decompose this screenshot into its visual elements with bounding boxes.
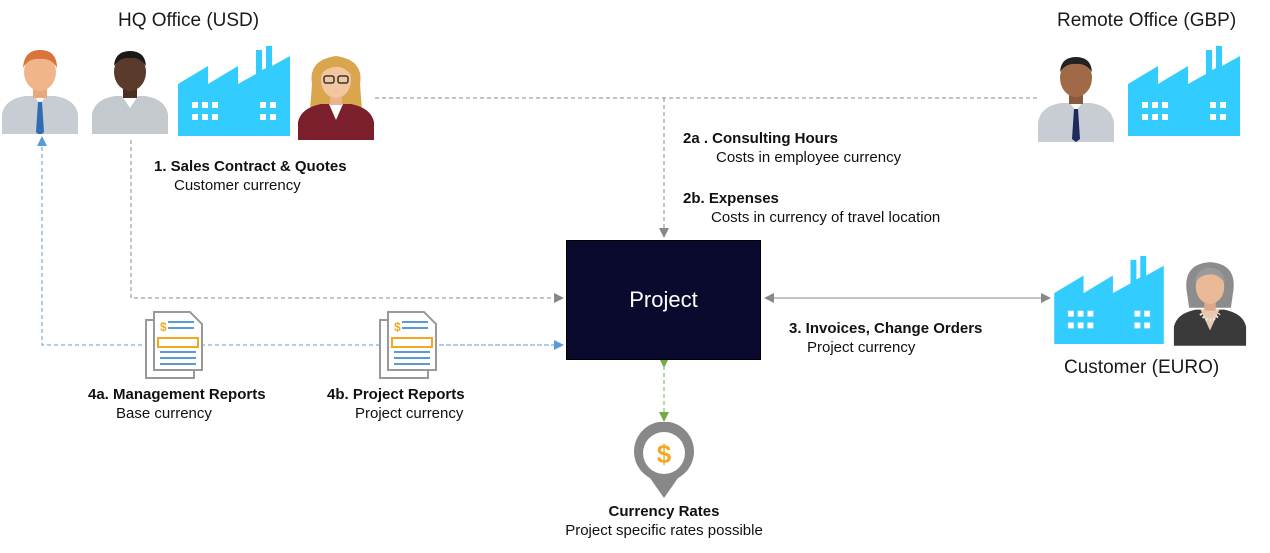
report-document-icon: $ (379, 311, 437, 379)
person-icon (1038, 57, 1114, 142)
customer-heading: Customer (EURO) (1064, 357, 1220, 378)
sales-flow-label: 1. Sales Contract & Quotes Customer curr… (154, 158, 347, 194)
factory-icon (1054, 255, 1164, 344)
currency-rates-title: Currency Rates (608, 503, 720, 520)
consulting-flow-label: 2a . Consulting Hours Costs in employee … (683, 130, 901, 166)
expenses-flow-title: 2b. Expenses (683, 190, 779, 207)
consulting-flow-title: 2a . Consulting Hours (683, 130, 839, 147)
svg-text:$: $ (394, 320, 401, 334)
invoices-flow-title: 3. Invoices, Change Orders (789, 320, 983, 337)
sales-connector (130, 140, 564, 303)
mgmt-reports-label: 4a. Management Reports Base currency (88, 386, 266, 422)
project-reports-label: 4b. Project Reports Project currency (327, 386, 465, 422)
sales-flow-sub: Customer currency (174, 177, 301, 194)
remote-office-heading: Remote Office (GBP) (1057, 10, 1237, 31)
person-icon (2, 50, 78, 134)
svg-text:$: $ (160, 320, 167, 334)
hq-office-heading: HQ Office (USD) (118, 10, 260, 31)
project-box: Project (566, 240, 761, 360)
factory-icon (178, 46, 290, 136)
currency-rates-sub: Project specific rates possible (565, 522, 763, 539)
invoices-flow-label: 3. Invoices, Change Orders Project curre… (789, 320, 982, 356)
report-document-icon: $ (145, 311, 203, 379)
currency-pin-icon: $ (634, 422, 694, 498)
invoices-flow-sub: Project currency (807, 339, 916, 356)
project-reports-sub: Project currency (355, 405, 464, 422)
svg-text:$: $ (657, 439, 672, 469)
consulting-flow-sub: Costs in employee currency (716, 149, 902, 166)
person-icon (92, 51, 168, 134)
factory-icon (1128, 46, 1240, 136)
mgmt-reports-sub: Base currency (116, 405, 212, 422)
expenses-flow-label: 2b. Expenses Costs in currency of travel… (683, 190, 940, 226)
person-icon (1173, 262, 1247, 346)
reports-connector (37, 136, 562, 346)
mgmt-reports-title: 4a. Management Reports (88, 386, 266, 403)
sales-flow-title: 1. Sales Contract & Quotes (154, 158, 347, 175)
person-icon (298, 56, 374, 140)
project-reports-title: 4b. Project Reports (327, 386, 465, 403)
expenses-flow-sub: Costs in currency of travel location (711, 209, 941, 226)
currency-rates-label: Currency Rates Project specific rates po… (554, 503, 774, 539)
project-label: Project (629, 287, 698, 312)
